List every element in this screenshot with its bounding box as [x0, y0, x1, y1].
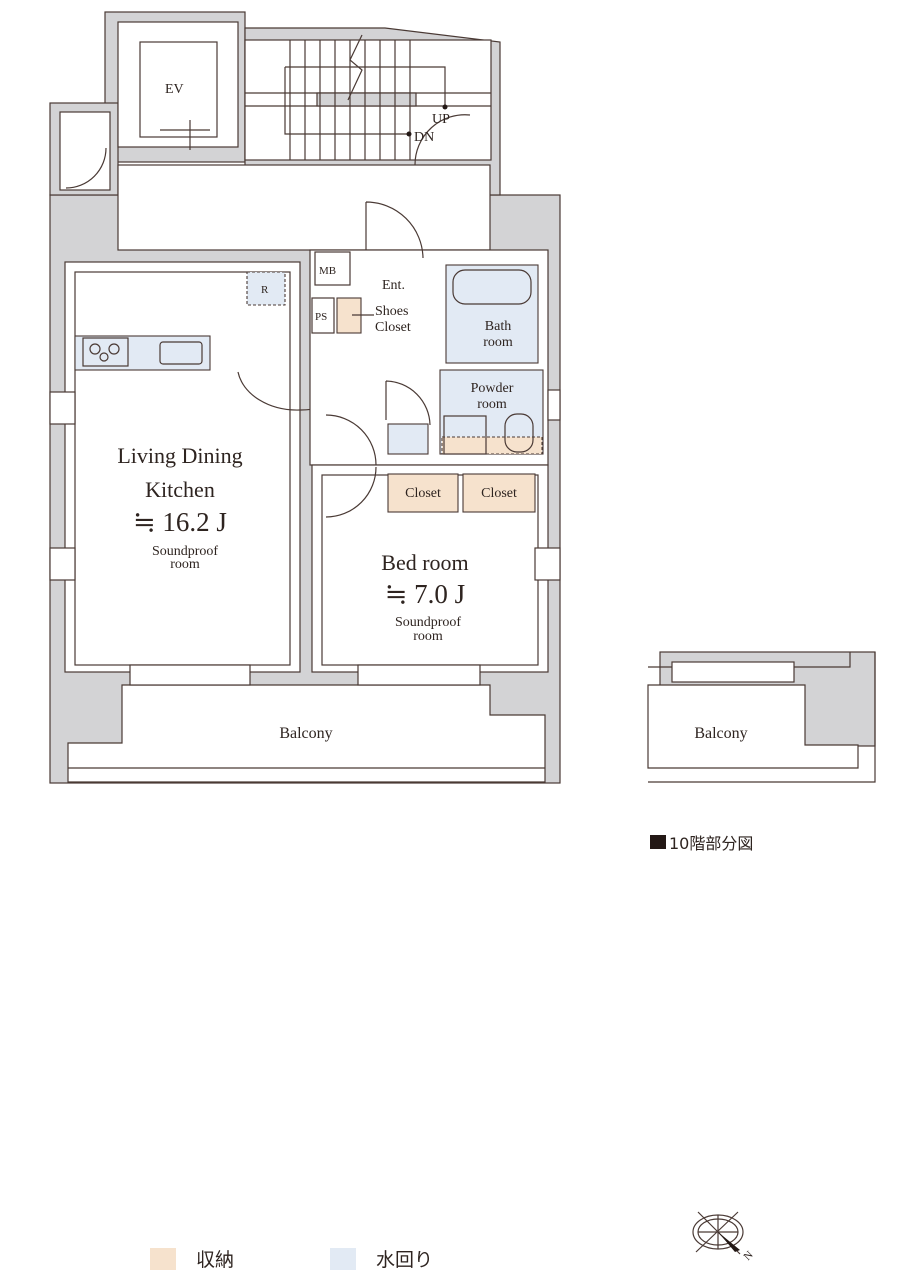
ldk-name-2: Kitchen	[145, 477, 215, 502]
ev-label: EV	[165, 82, 184, 97]
ps-label: PS	[315, 311, 327, 323]
stove-icon	[82, 337, 129, 367]
powder-storage	[441, 436, 543, 455]
partial-floor-note: 10階部分図	[650, 830, 753, 854]
bed-name: Bed room	[381, 550, 468, 575]
legend-water: 水回り	[330, 1245, 433, 1272]
compass-icon: N	[692, 1211, 756, 1263]
balcony-partial	[647, 684, 859, 769]
closet-label-1: Closet	[405, 486, 441, 501]
sash-window-2	[357, 664, 481, 686]
powder-label-1: Powder	[471, 381, 514, 396]
up-label: UP	[432, 112, 450, 127]
window-left-2	[49, 547, 76, 581]
refrigerator	[246, 271, 286, 306]
ldk-soundproof-2: room	[170, 557, 200, 572]
compass-n: N	[741, 1249, 755, 1263]
water-swatch	[330, 1247, 356, 1270]
dn-label: DN	[414, 130, 434, 145]
ldk-room	[64, 261, 301, 673]
ent-label: Ent.	[382, 278, 405, 293]
washing-machine	[387, 423, 429, 455]
closet-label-2: Closet	[481, 486, 517, 501]
balcony	[67, 684, 546, 783]
sash-window-partial	[671, 661, 795, 683]
legend-storage: 収納	[150, 1245, 234, 1272]
mb	[314, 251, 351, 286]
storage-legend-label: 収納	[196, 1249, 235, 1271]
window-right-2	[534, 547, 561, 581]
stairs	[245, 34, 491, 166]
ldk-area: ≒ 16.2 J	[133, 507, 227, 537]
ev-shaft	[117, 21, 239, 148]
common-corridor	[117, 164, 491, 251]
mb-label: MB	[319, 265, 336, 277]
window-left-1	[49, 391, 76, 425]
ldk-soundproof-1: Soundproof	[152, 544, 218, 559]
ps	[311, 297, 335, 334]
bed-soundproof-1: Soundproof	[395, 615, 461, 630]
bed-area: ≒ 7.0 J	[385, 579, 465, 609]
toilet-icon	[504, 413, 534, 453]
bathtub-icon	[452, 269, 532, 305]
kitchen-counter	[74, 335, 211, 371]
bath-label-1: Bath	[485, 319, 511, 334]
closet-1	[387, 473, 459, 513]
storage-swatch	[150, 1247, 176, 1270]
shoes-label-1: Shoes	[375, 304, 408, 319]
small-room	[59, 111, 111, 191]
r-label: R	[261, 284, 269, 296]
bed-soundproof-2: room	[413, 629, 443, 644]
square-bullet-icon	[650, 835, 666, 849]
sink-icon	[159, 341, 203, 365]
balcony-label: Balcony	[279, 725, 332, 742]
shoes-label-2: Closet	[375, 320, 411, 335]
water-legend-label: 水回り	[376, 1249, 434, 1271]
balcony-partial-label: Balcony	[694, 725, 747, 742]
powder-label-2: room	[477, 397, 507, 412]
partial-floor-text: 10階部分図	[669, 834, 754, 853]
bath-label-2: room	[483, 335, 513, 350]
sash-window-1	[129, 664, 251, 686]
window-right-1	[547, 389, 561, 421]
ldk-name-1: Living Dining	[117, 443, 242, 468]
closet-2	[462, 473, 536, 513]
bath-room	[445, 264, 539, 364]
